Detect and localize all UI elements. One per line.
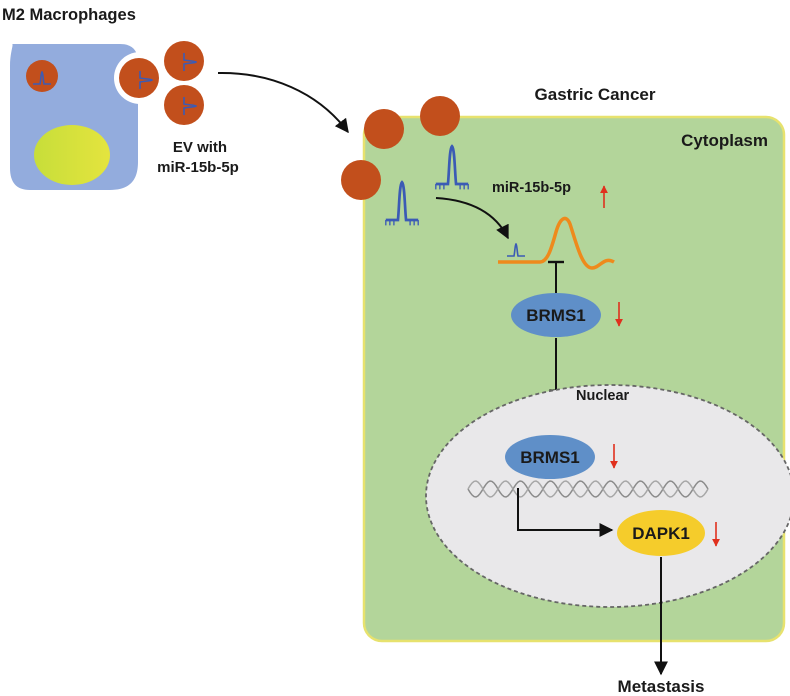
ev-label-line2: miR-15b-5p	[157, 159, 239, 176]
metastasis-label: Metastasis	[618, 677, 705, 696]
extracellular-vesicle	[164, 41, 204, 81]
intracellular-vesicle	[26, 60, 58, 92]
ev-label-line1: EV with	[173, 139, 227, 156]
brms1-nuclear-node	[505, 435, 595, 479]
brms1-nuclear-label: BRMS1	[520, 448, 580, 467]
brms1-mrna	[498, 216, 615, 270]
transcription-arrow	[517, 488, 614, 537]
brms1-cytoplasm-label: BRMS1	[526, 306, 586, 325]
gastric-cancer-label: Gastric Cancer	[535, 85, 656, 104]
membrane-vesicle	[364, 109, 404, 149]
macrophage-nucleus	[34, 125, 110, 185]
brms1-cytoplasm-node	[511, 293, 601, 337]
extracellular-vesicle	[164, 85, 204, 125]
budding-vesicle	[119, 58, 159, 98]
dapk1-label: DAPK1	[632, 524, 690, 543]
mirna-binding-arrow	[435, 197, 509, 240]
cytoplasm-label: Cytoplasm	[681, 131, 768, 150]
dna-helix	[467, 480, 709, 498]
macrophage-label: M2 Macrophages	[2, 6, 136, 24]
membrane-vesicle	[341, 160, 381, 200]
ev-transfer-arrow	[217, 71, 349, 134]
nuclear-label: Nuclear	[576, 388, 630, 404]
mirna-label: miR-15b-5p	[492, 180, 571, 196]
dapk1-node	[617, 510, 705, 556]
membrane-vesicle	[420, 96, 460, 136]
